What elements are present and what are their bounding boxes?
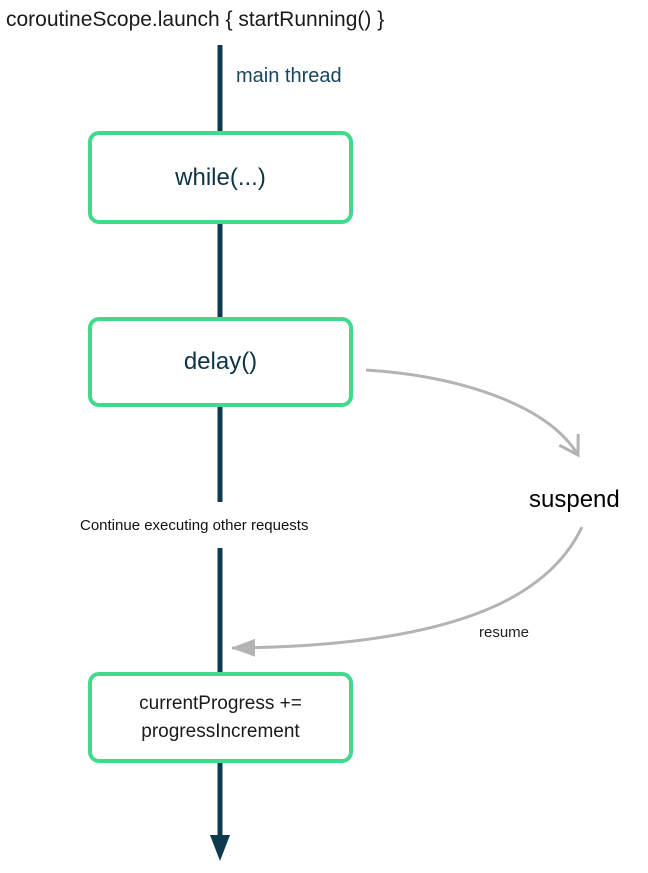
flow-box-delay: delay() [88, 317, 353, 407]
flow-box-while: while(...) [88, 131, 353, 224]
thread-bottom-arrowhead-icon [210, 835, 230, 861]
while-box-label: while(...) [175, 163, 266, 191]
resume-arrow [231, 526, 584, 657]
delay-box-label: delay() [183, 348, 258, 375]
suspend-arrow [365, 368, 580, 458]
resume-label: resume [479, 624, 530, 641]
continue-note: Continue executing other requests [76, 515, 313, 536]
suspend-label: suspend [529, 486, 620, 513]
flow-box-progress: currentProgress += progressIncrement [88, 672, 353, 763]
progress-box-label: currentProgress += progressIncrement [139, 692, 302, 742]
main-thread-label: main thread [236, 65, 342, 87]
diagram-title: coroutineScope.launch { startRunning() } [6, 8, 385, 31]
